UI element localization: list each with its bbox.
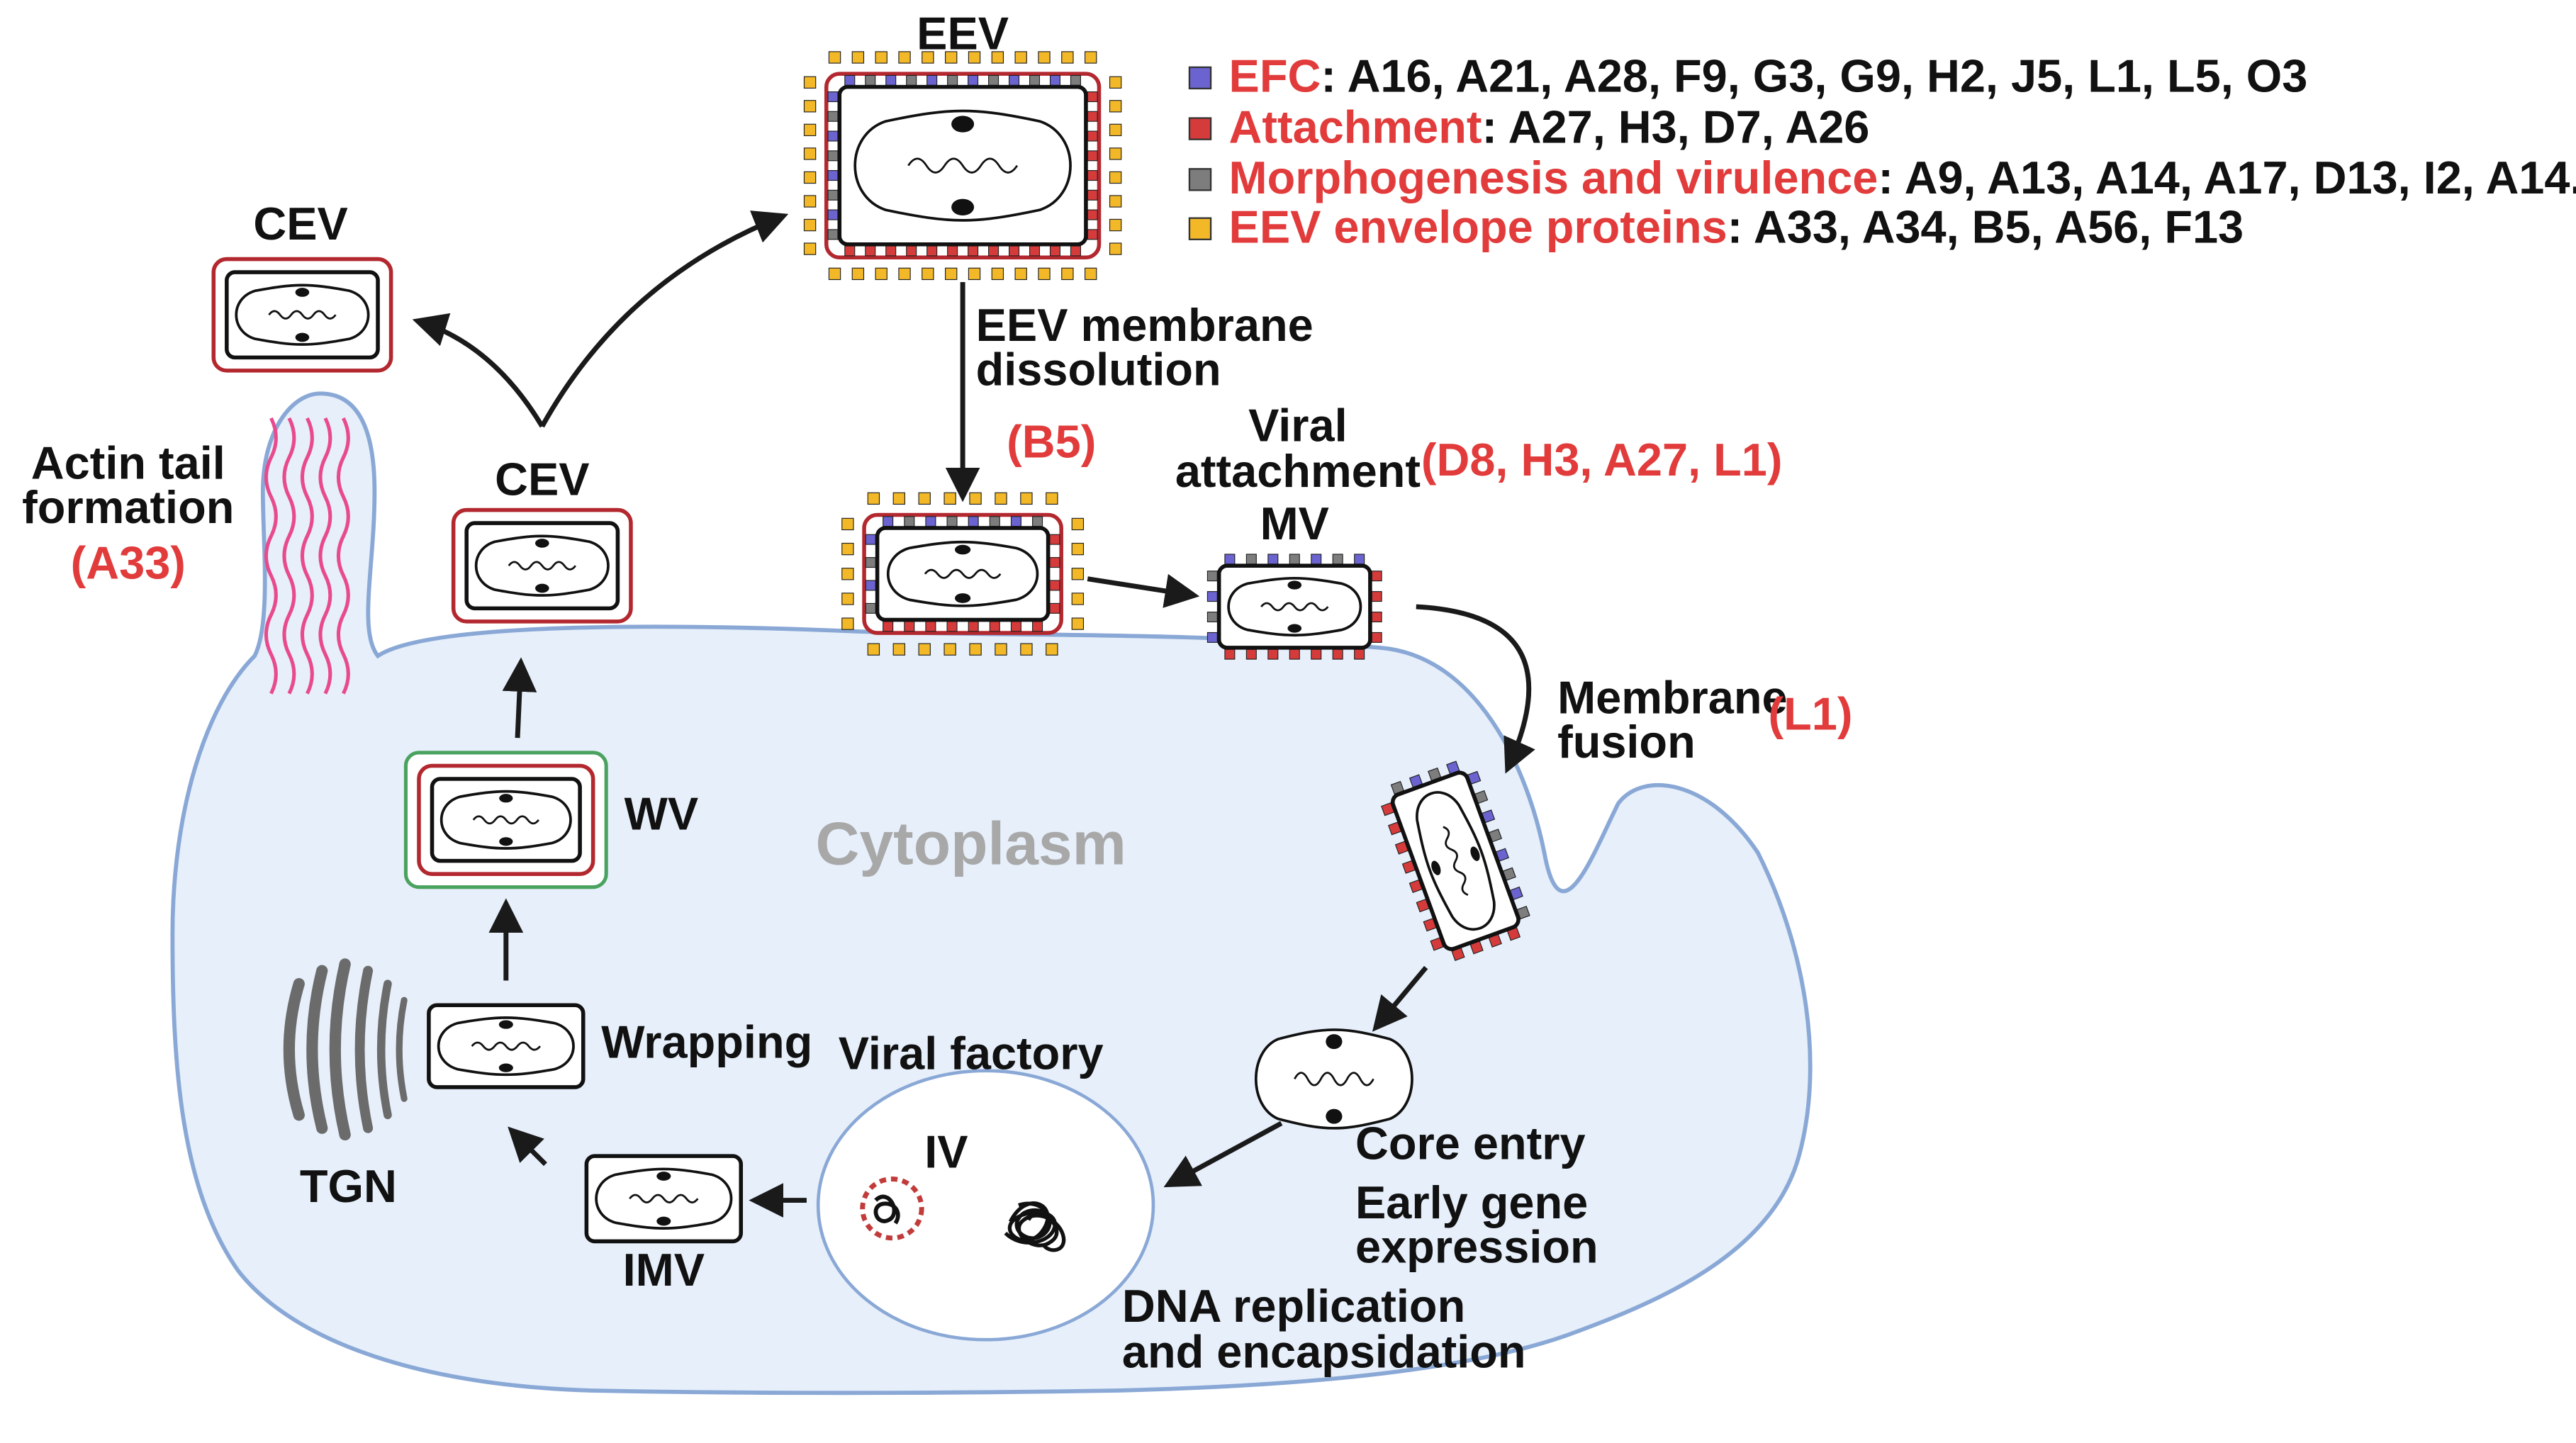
legend-entry-eev_envelope: EEV envelope proteins: A33, A34, B5, A56…: [1229, 201, 2244, 252]
legend-swatch-eev_envelope: [1188, 217, 1212, 240]
virions-layer: [211, 51, 1530, 1244]
legend-entry-morphogenesis: Morphogenesis and virulence: A9, A13, A1…: [1229, 152, 2576, 203]
legend-entry-efc: EFC: A16, A21, A28, F9, G3, G9, H2, J5, …: [1229, 50, 2308, 102]
fusion-protein-label: (L1): [1769, 688, 1853, 740]
virion-eev: [803, 51, 1122, 281]
actin-protein-label: (A33): [71, 537, 186, 589]
virion-cev-top: [211, 257, 393, 373]
naked-core: [1255, 1028, 1413, 1130]
legend-proteins-morphogenesis: : A9, A13, A14, A17, D13, I2, A14.5, F14…: [1878, 152, 2576, 203]
dna-label-line2: and encapsidation: [1122, 1326, 1526, 1378]
eev-label: EEV: [917, 7, 1009, 59]
dissolution-label-line2: dissolution: [976, 344, 1221, 395]
iv-particle: [860, 1177, 924, 1241]
virion-eev-dissolving: [841, 492, 1085, 656]
legend-name-efc: EFC: [1229, 50, 1321, 102]
dissolution-label-line1: EEV membrane: [976, 299, 1314, 351]
cev-top-label: CEV: [253, 198, 347, 249]
wv-label: WV: [625, 788, 699, 840]
cev-mid-label: CEV: [495, 454, 589, 505]
virion-wrapping: [427, 1003, 586, 1089]
cytoplasm-label: Cytoplasm: [816, 809, 1126, 877]
cell-membrane: [170, 391, 1813, 1396]
legend-proteins-attachment: : A27, H3, D7, A26: [1482, 101, 1869, 152]
wrapping-label: Wrapping: [601, 1016, 812, 1067]
virion-imv: [584, 1154, 744, 1244]
core-entry-label: Core entry: [1355, 1118, 1586, 1169]
iv-label: IV: [924, 1125, 968, 1177]
dna-tangle: [1004, 1201, 1066, 1252]
legend-swatch-morphogenesis: [1188, 168, 1212, 191]
legend-name-eev_envelope: EEV envelope proteins: [1229, 201, 1727, 252]
actin-label-line2: formation: [22, 481, 234, 533]
virion-cev-mid: [451, 507, 633, 624]
virion-mv: [1206, 554, 1382, 660]
fusion-label-line2: fusion: [1557, 716, 1696, 768]
imv-label: IMV: [623, 1244, 705, 1296]
fusion-label-line1: Membrane: [1557, 671, 1788, 723]
legend-swatch-attachment: [1188, 117, 1212, 140]
actin-label-line1: Actin tail: [31, 437, 225, 489]
legend-name-morphogenesis: Morphogenesis and virulence: [1229, 152, 1878, 203]
legend-proteins-efc: : A16, A21, A28, F9, G3, G9, H2, J5, L1,…: [1321, 50, 2307, 102]
early-gene-line1: Early gene: [1355, 1177, 1588, 1228]
attach-label-line2: attachment: [1175, 445, 1421, 497]
legend: EFC: A16, A21, A28, F9, G3, G9, H2, J5, …: [1188, 50, 2576, 252]
early-gene-line2: expression: [1355, 1221, 1598, 1273]
virion-wv: [403, 751, 608, 889]
mv-label: MV: [1260, 498, 1329, 549]
attach-proteins-label: (D8, H3, A27, L1): [1421, 434, 1783, 485]
legend-name-attachment: Attachment: [1229, 101, 1482, 152]
dissolution-protein-label: (B5): [1007, 416, 1096, 468]
dna-label-line1: DNA replication: [1122, 1280, 1465, 1332]
viral-factory-label: Viral factory: [839, 1028, 1104, 1079]
arrows: [412, 210, 1535, 1218]
legend-swatch-efc: [1188, 66, 1212, 90]
actin-tail: [264, 417, 350, 695]
legend-proteins-eev_envelope: : A33, A34, B5, A56, F13: [1727, 201, 2244, 252]
viral-factory: [816, 1069, 1155, 1342]
tgn-label: TGN: [300, 1160, 397, 1212]
legend-entry-attachment: Attachment: A27, H3, D7, A26: [1229, 101, 1870, 152]
attach-label-line1: Viral: [1248, 399, 1347, 451]
tgn-golgi-icon: [283, 958, 408, 1141]
virion-fusing: [1381, 760, 1530, 961]
